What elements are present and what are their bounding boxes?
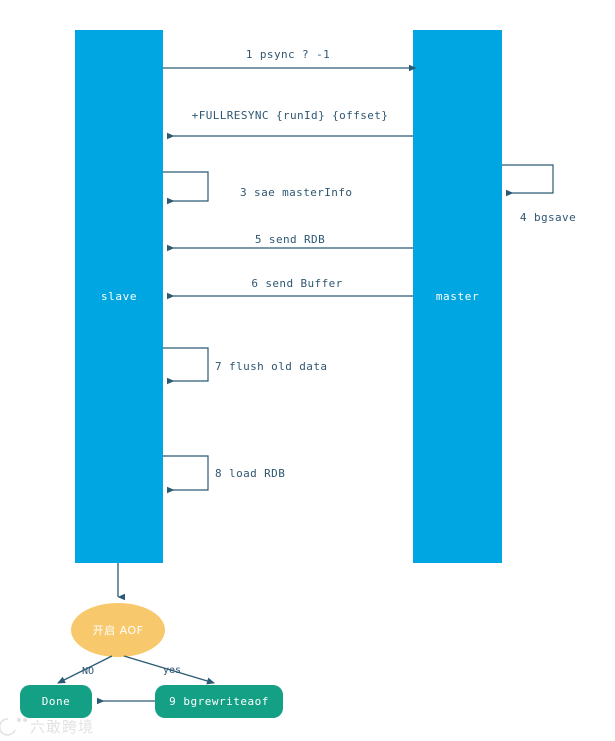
- message-3-sae-masterinfo: 3 sae masterInfo: [163, 171, 352, 205]
- message-label-8: 8 load RDB: [215, 467, 285, 480]
- watermark-dot2-icon: [23, 718, 27, 722]
- lifeline-master: master: [413, 30, 502, 563]
- branch-arrow-no: [57, 655, 113, 684]
- process-shape-bgrewriteaof: [155, 685, 283, 718]
- decision-node-enable-aof: 开启 AOF: [71, 603, 165, 657]
- lifeline-slave: slave: [75, 30, 163, 563]
- message-8-load-rdb: 8 load RDB: [163, 455, 285, 494]
- message-5-send-rdb: 5 send RDB: [167, 233, 413, 252]
- message-label-1: 1 psync ? -1: [246, 48, 330, 61]
- decision-label: 开启 AOF: [93, 624, 144, 637]
- branch-label-yes: yes: [163, 665, 181, 676]
- watermark-dot-icon: [17, 718, 21, 722]
- process-label-bgrewriteaof: 9 bgrewriteaof: [169, 695, 269, 708]
- watermark-label: 六敢跨境: [30, 718, 94, 736]
- message-2-fullresync: +FULLRESYNC {runId} {offset}: [167, 109, 413, 140]
- message-selfloop-8: [163, 455, 209, 494]
- message-label-3: 3 sae masterInfo: [240, 186, 352, 199]
- lifeline-bar-slave: [75, 30, 163, 563]
- watermark-logo-icon: [0, 718, 16, 736]
- message-label-5: 5 send RDB: [255, 233, 325, 246]
- terminal-node-done: Done: [20, 685, 92, 718]
- message-label-6: 6 send Buffer: [251, 277, 342, 290]
- decision-shape: [71, 603, 165, 657]
- branch-yes: yes: [123, 655, 215, 685]
- message-label-2: +FULLRESYNC {runId} {offset}: [192, 109, 389, 122]
- lifeline-bar-master: [413, 30, 502, 563]
- branch-arrow-yes: [123, 655, 215, 685]
- message-4-bgsave: 4 bgsave: [502, 164, 576, 224]
- message-selfloop-4: [502, 164, 554, 197]
- process-node-bgrewriteaof: 9 bgrewriteaof: [155, 685, 283, 718]
- branch-no: NO: [57, 655, 113, 684]
- lifeline-label-master: master: [436, 290, 479, 303]
- message-7-flush-old-data: 7 flush old data: [163, 347, 327, 385]
- branch-label-no: NO: [82, 666, 94, 677]
- message-1-psync: 1 psync ? -1: [163, 48, 417, 72]
- message-label-4: 4 bgsave: [520, 211, 576, 224]
- terminal-shape-done: [20, 685, 92, 718]
- message-selfloop-7: [163, 347, 209, 385]
- terminal-label-done: Done: [42, 695, 71, 708]
- watermark: 六敢跨境: [0, 718, 94, 736]
- message-selfloop-3: [163, 171, 209, 205]
- message-label-7: 7 flush old data: [215, 360, 327, 373]
- message-6-send-buffer: 6 send Buffer: [167, 277, 413, 300]
- lifeline-label-slave: slave: [101, 290, 137, 303]
